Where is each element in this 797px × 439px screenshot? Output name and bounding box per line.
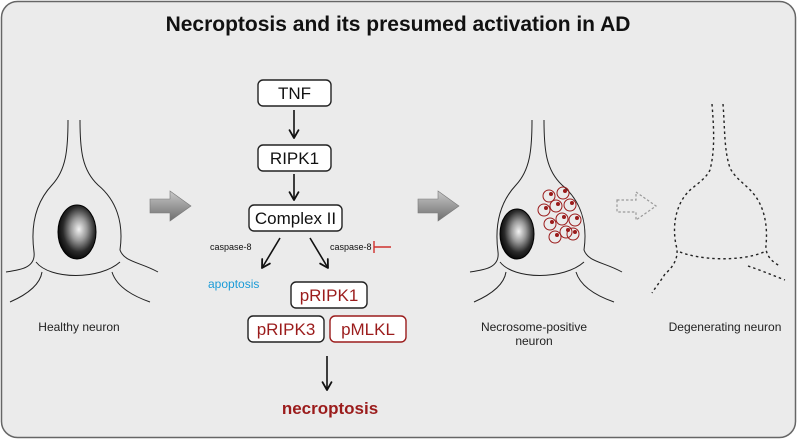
svg-text:TNF: TNF	[278, 84, 311, 103]
necrosome-caption-line1: Necrosome-positive	[481, 320, 587, 334]
progression-arrow-1	[149, 190, 192, 222]
ripk1-box: RIPK1	[257, 144, 332, 172]
caspase-8-left-label: caspase-8	[210, 242, 252, 252]
complex2-box: Complex II	[248, 204, 343, 232]
pripk3-box: pRIPK3	[247, 315, 325, 343]
necrosome-puncta	[537, 186, 582, 244]
healthy-neuron-caption: Healthy neuron	[38, 320, 119, 334]
arrow-complex2-pripk1	[309, 237, 329, 269]
degenerating-neuron	[651, 103, 786, 294]
healthy-neuron	[5, 119, 159, 303]
svg-text:pMLKL: pMLKL	[341, 320, 395, 339]
necrosome-caption-line2: neuron	[515, 334, 552, 348]
necrosome-positive-neuron	[469, 119, 623, 303]
caspase-8-right-label: caspase-8	[330, 242, 372, 252]
degenerating-neuron-caption: Degenerating neuron	[669, 320, 782, 334]
progression-arrow-2	[417, 190, 460, 222]
apoptosis-label: apoptosis	[208, 277, 259, 291]
svg-text:pRIPK1: pRIPK1	[300, 286, 359, 305]
svg-text:Complex II: Complex II	[255, 209, 336, 228]
necrosome-puncta-cores	[544, 189, 579, 237]
necrosome-neuron-nucleus	[499, 208, 535, 260]
pripk1-box: pRIPK1	[290, 281, 368, 309]
svg-text:RIPK1: RIPK1	[270, 149, 319, 168]
tnf-box: TNF	[257, 79, 332, 107]
necroptosis-label: necroptosis	[282, 399, 378, 418]
healthy-nucleus	[57, 204, 97, 260]
pmlkl-box: pMLKL	[329, 315, 407, 343]
diagram-title: Necroptosis and its presumed activation …	[166, 13, 631, 36]
arrow-complex2-apoptosis	[261, 237, 281, 269]
svg-text:pRIPK3: pRIPK3	[257, 320, 316, 339]
progression-arrow-3-dashed	[616, 190, 658, 222]
caspase-8-inhibition-mark	[373, 241, 391, 253]
